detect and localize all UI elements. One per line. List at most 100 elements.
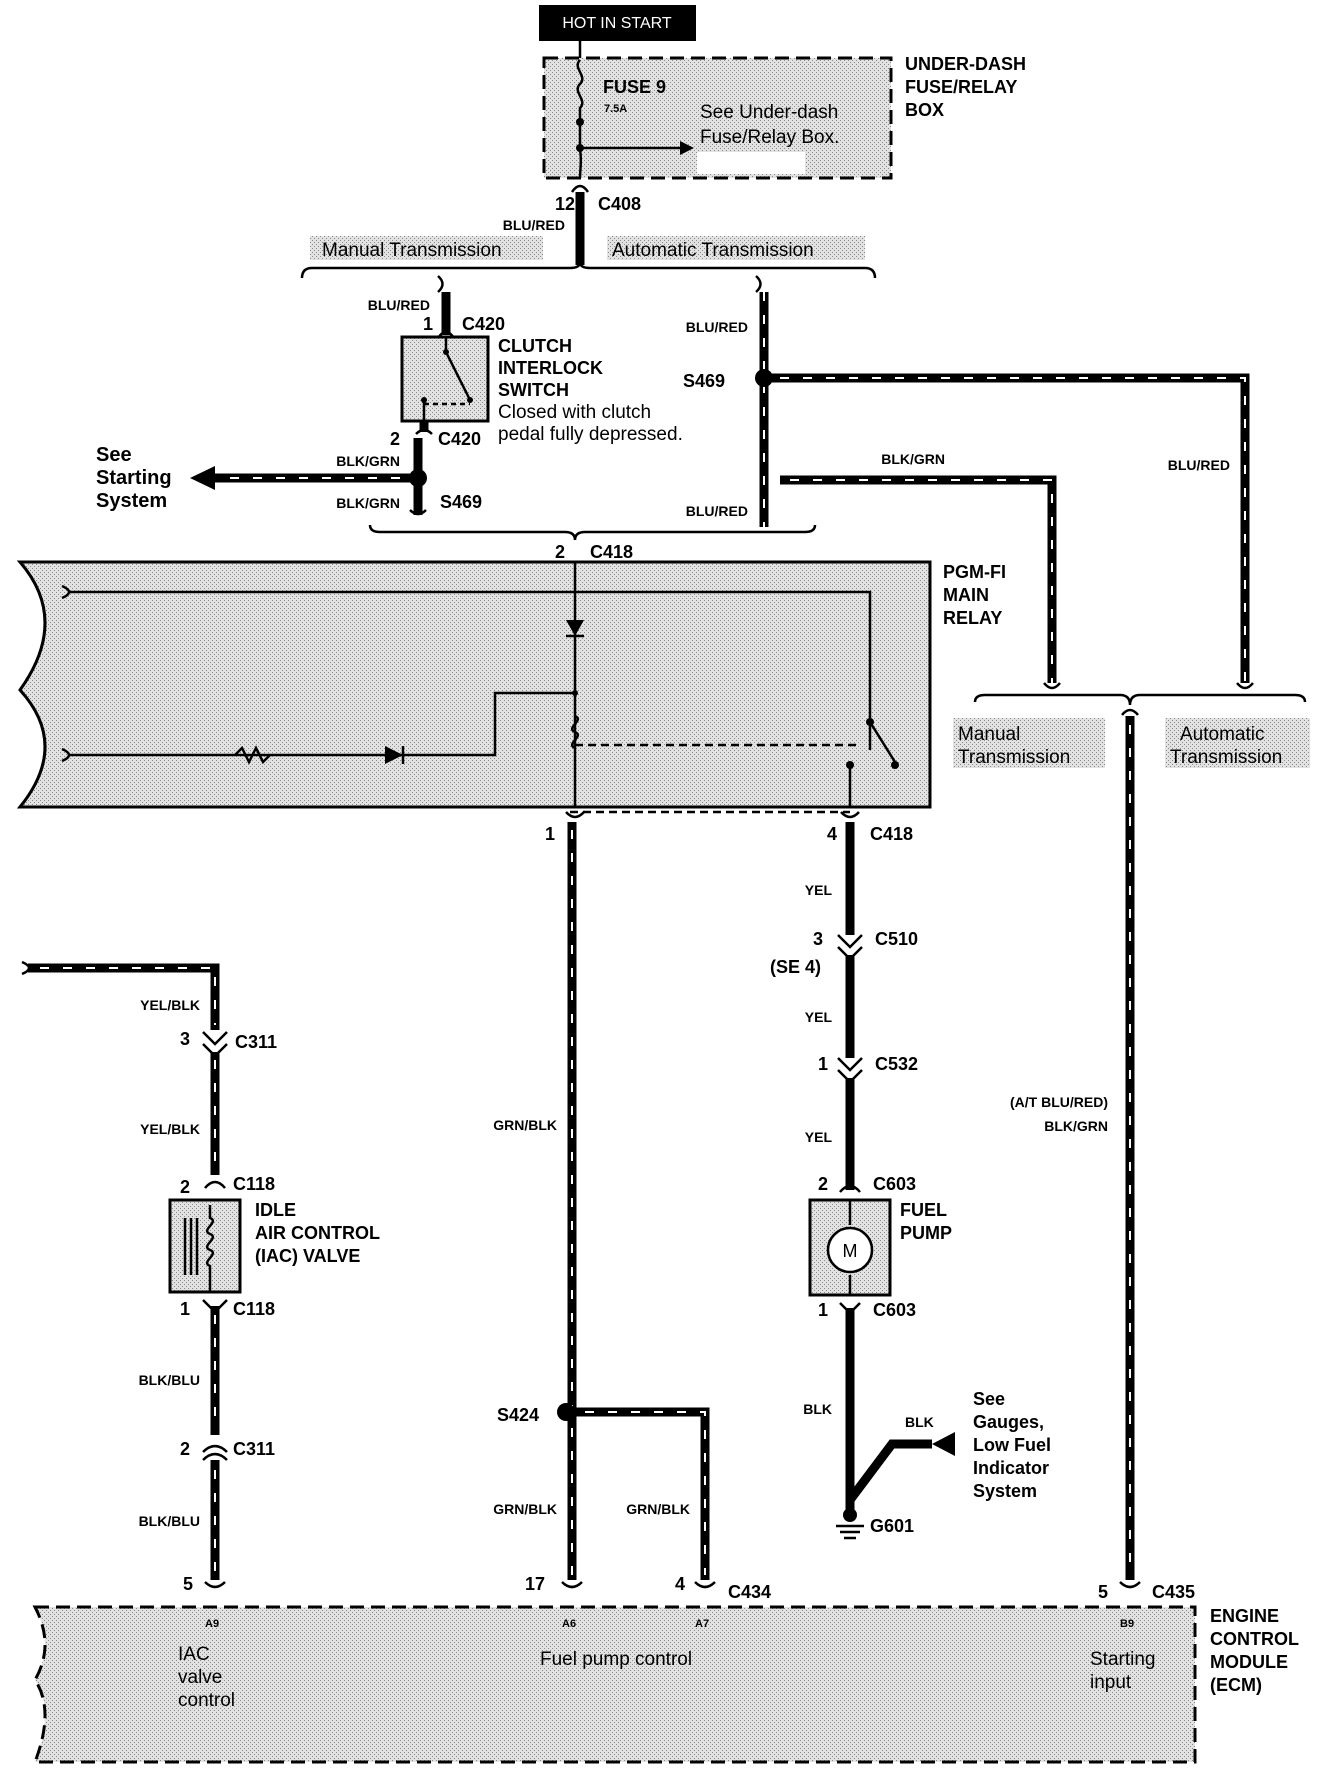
- diagram-label: Automatic: [1180, 724, 1264, 745]
- diagram-label: YEL/BLK: [140, 997, 200, 1013]
- diagram-label: BLU/RED: [686, 503, 748, 519]
- diagram-label: 17: [525, 1574, 545, 1594]
- diagram-label: PGM-FI: [943, 562, 1006, 582]
- diagram-label: BLK/BLU: [139, 1513, 200, 1529]
- diagram-label: GRN/BLK: [493, 1117, 557, 1133]
- diagram-label: S424: [497, 1405, 539, 1425]
- power-source-label: HOT IN START: [539, 5, 696, 41]
- iac-valve: IDLE AIR CONTROL (IAC) VALVE: [168, 1198, 380, 1294]
- starting-ref-1: See: [96, 444, 132, 466]
- diagram-label: BLK: [803, 1401, 832, 1417]
- diagram-label: 3: [180, 1029, 190, 1049]
- splice-s469-left: [409, 469, 427, 487]
- diode-icon-2: [385, 746, 403, 764]
- diagram-label: 4: [675, 1574, 685, 1594]
- transmission-bracket: Manual Transmission Automatic Transmissi…: [300, 236, 877, 279]
- diagram-label: BLK/GRN: [336, 453, 400, 469]
- diagram-label: BLU/RED: [686, 319, 748, 335]
- coil-icon: [205, 1205, 215, 1292]
- pgm-fi-main-relay: PGM-FI MAIN RELAY: [16, 560, 1006, 809]
- diagram-label: BLU/RED: [1168, 457, 1230, 473]
- diagram-label: IAC: [178, 1644, 210, 1665]
- diagram-label: input: [1090, 1672, 1132, 1693]
- clutch-title-3: SWITCH: [498, 380, 569, 400]
- diagram-label: G601: [870, 1516, 914, 1536]
- diagram-label: (A/T BLU/RED): [1010, 1094, 1108, 1110]
- diagram-label: Starting: [1090, 1649, 1155, 1670]
- diagram-label: 3: [813, 929, 823, 949]
- diagram-label: AIR CONTROL: [255, 1223, 380, 1243]
- diagram-label: 5: [183, 1574, 193, 1594]
- diagram-label: GRN/BLK: [626, 1501, 690, 1517]
- diagram-label: BLK/GRN: [1044, 1118, 1108, 1134]
- diagram-label: C603: [873, 1300, 916, 1320]
- diagram-label: YEL: [805, 1129, 833, 1145]
- diagram-label: YEL/BLK: [140, 1121, 200, 1137]
- starting-ref-3: System: [96, 490, 167, 512]
- clutch-title-1: CLUTCH: [498, 336, 572, 356]
- diagram-label: 1: [818, 1054, 828, 1074]
- arrow-left-icon: [190, 466, 215, 490]
- s469-right-label: S469: [683, 371, 725, 391]
- fuse-box-title-3: BOX: [905, 100, 944, 120]
- diagram-label: HOT IN START: [562, 15, 672, 32]
- diagram-label: C311: [233, 1439, 275, 1459]
- fuse-relay-box: FUSE 9 7.5A See Under-dash Fuse/Relay Bo…: [542, 41, 1026, 180]
- diagram-label: C408: [598, 194, 641, 214]
- diagram-label: System: [973, 1481, 1037, 1501]
- c420-bot-pin: 2: [390, 429, 400, 449]
- diagram-label: Transmission: [958, 747, 1070, 768]
- diagram-label: GRN/BLK: [493, 1501, 557, 1517]
- diagram-label: 1: [818, 1300, 828, 1320]
- diagram-label: C434: [728, 1582, 771, 1602]
- fuse-name: FUSE 9: [603, 77, 666, 97]
- diagram-label: YEL: [805, 882, 833, 898]
- fuse-box-title-2: FUSE/RELAY: [905, 77, 1017, 97]
- diagram-label: control: [178, 1690, 235, 1711]
- diagram-label: C118: [233, 1174, 275, 1194]
- clutch-interlock-switch: [400, 335, 490, 423]
- diagram-label: (ECM): [1210, 1675, 1262, 1695]
- connector-c408: 12 C408: [555, 184, 641, 214]
- diagram-label: MODULE: [1210, 1652, 1288, 1672]
- starting-ref-2: Starting: [96, 467, 172, 489]
- transmission-bracket-lower: Manual Transmission Automatic Transmissi…: [953, 682, 1310, 768]
- clutch-note-1: Closed with clutch: [498, 402, 651, 423]
- diagram-label: See: [973, 1389, 1005, 1409]
- diagram-label: C418: [870, 824, 913, 844]
- diagram-label: A9: [205, 1618, 219, 1630]
- diagram-label: BLK: [905, 1414, 934, 1430]
- arrow-icon: [680, 141, 694, 155]
- diagram-label: M: [843, 1241, 858, 1261]
- diagram-label: C311: [235, 1032, 277, 1052]
- fuse-rating: 7.5A: [604, 103, 627, 115]
- diagram-label: 1: [180, 1299, 190, 1319]
- wire-label-blu-red-clutch-top: BLU/RED: [368, 297, 430, 313]
- relay-coil-icon: [570, 714, 580, 750]
- diagram-label: C435: [1152, 1582, 1195, 1602]
- fuse-ref-line-1: See Under-dash: [700, 102, 838, 123]
- diagram-label: 2: [180, 1177, 190, 1197]
- diagram-label: 5: [1098, 1582, 1108, 1602]
- diagram-label: Manual: [958, 724, 1020, 745]
- diagram-label: BLK/GRN: [881, 451, 945, 467]
- diagram-label: Indicator: [973, 1458, 1049, 1478]
- arrow-right-icon: [932, 1432, 955, 1456]
- diagram-label: RELAY: [943, 608, 1002, 628]
- c420-top-label: C420: [462, 314, 505, 334]
- fuse-9-icon: [576, 59, 584, 179]
- s469-left-label: S469: [440, 492, 482, 512]
- diagram-label: 1: [545, 824, 555, 844]
- diagram-label: YEL: [805, 1009, 833, 1025]
- diagram-label: 4: [827, 824, 837, 844]
- fuse-box-title-1: UNDER-DASH: [905, 54, 1026, 74]
- diagram-label: Gauges,: [973, 1412, 1044, 1432]
- ground-icon: [836, 1508, 864, 1540]
- diagram-label: PUMP: [900, 1223, 952, 1243]
- diagram-label: (IAC) VALVE: [255, 1246, 360, 1266]
- resistor-icon: [234, 745, 271, 765]
- fuse-ref-line-2: Fuse/Relay Box.: [700, 127, 839, 148]
- diagram-label: A6: [562, 1618, 576, 1630]
- diagram-label: FUEL: [900, 1200, 947, 1220]
